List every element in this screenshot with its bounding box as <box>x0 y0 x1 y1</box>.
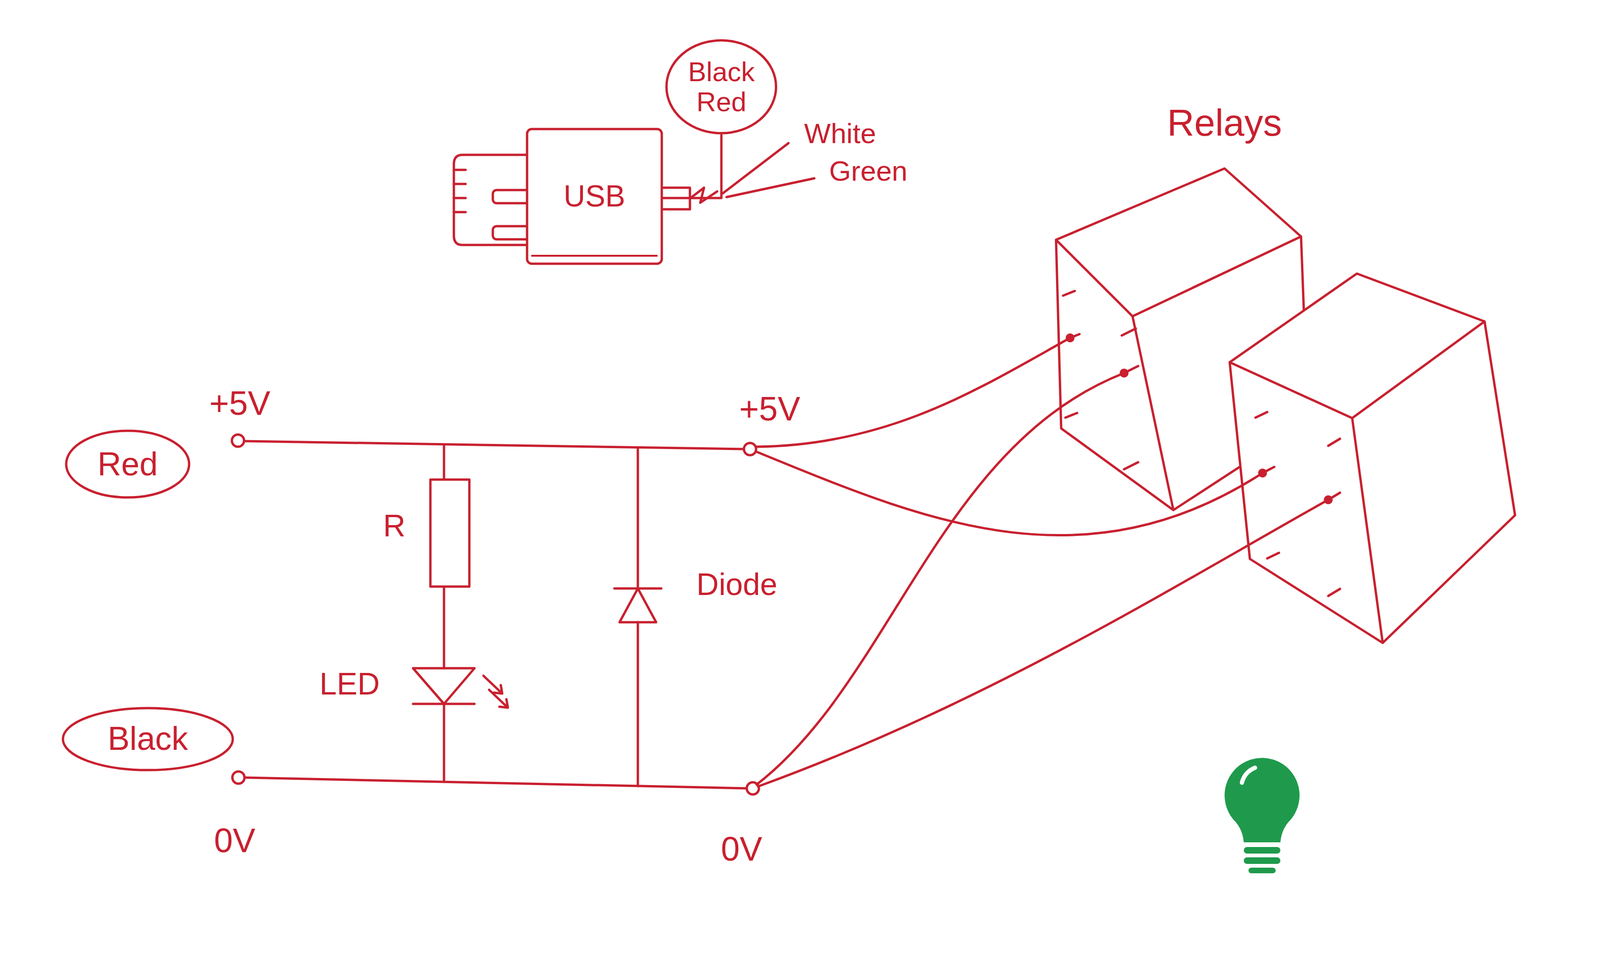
relay-wire <box>755 337 1071 447</box>
bulb-base <box>1243 857 1281 865</box>
wire <box>636 447 640 787</box>
ground-rail <box>244 777 747 789</box>
node-text: Black <box>107 720 188 758</box>
wire-colour-label: White <box>803 118 876 150</box>
voltage-label: 0V <box>720 830 763 868</box>
diode-symbol <box>614 588 662 623</box>
usb-plug-end <box>453 154 531 245</box>
led-light-arrows <box>483 675 508 708</box>
wire-tag-bubble: Red <box>64 428 192 500</box>
text-block: USB <box>563 179 626 213</box>
bulb-glass <box>1224 757 1300 843</box>
resistor-symbol <box>430 479 470 587</box>
bulb-base <box>1248 867 1276 874</box>
text-block: Black Red <box>688 56 755 117</box>
part-name: Diode <box>696 567 778 602</box>
node-text: USB <box>563 179 626 213</box>
voltage-label: +5V <box>739 390 801 428</box>
text-block: Black <box>107 720 188 758</box>
part-name: Relays <box>1167 102 1283 144</box>
bulb-highlight <box>1241 767 1256 783</box>
terminal <box>743 443 757 456</box>
voltage-label: +5V <box>209 384 271 422</box>
node-text: Red <box>97 446 158 483</box>
part-name: LED <box>319 666 380 702</box>
relay-box <box>1229 273 1516 644</box>
relay-pins <box>1255 412 1340 597</box>
bulb-base <box>1243 847 1281 854</box>
wire-colour-label: Green <box>829 155 908 187</box>
leader-connector <box>663 135 722 199</box>
usb-body <box>527 129 662 264</box>
usb-plug: USB <box>525 127 664 266</box>
relay-wire <box>757 499 1329 787</box>
bubble-outline <box>62 708 233 771</box>
text-block: Red <box>97 446 158 483</box>
usb-contact <box>492 190 531 204</box>
bubble-outline <box>66 430 190 498</box>
terminal <box>232 771 245 784</box>
solder-dot <box>1120 369 1128 377</box>
lightbulb-icon <box>1224 757 1300 874</box>
relay-wire <box>755 451 1263 536</box>
usb-pins <box>453 169 466 213</box>
usb-body-edge <box>531 254 658 257</box>
solder-dot <box>1066 334 1074 342</box>
bubble-outline <box>666 40 776 134</box>
terminal <box>231 434 245 447</box>
wire-tag-bubble: Black <box>61 706 235 773</box>
relay-wire <box>756 373 1125 785</box>
leader-line <box>722 143 815 198</box>
voltage-label: 0V <box>214 822 256 860</box>
part-name: R <box>382 508 406 544</box>
positive-rail <box>244 441 745 450</box>
relay-pins <box>1063 290 1139 470</box>
usb-contact <box>492 226 531 240</box>
solder-dot <box>1324 496 1332 504</box>
wire-colour-bubble: Black Red <box>664 38 778 136</box>
solder-dot <box>1259 469 1266 477</box>
node-text: Black Red <box>688 56 755 117</box>
led-symbol <box>413 668 475 705</box>
